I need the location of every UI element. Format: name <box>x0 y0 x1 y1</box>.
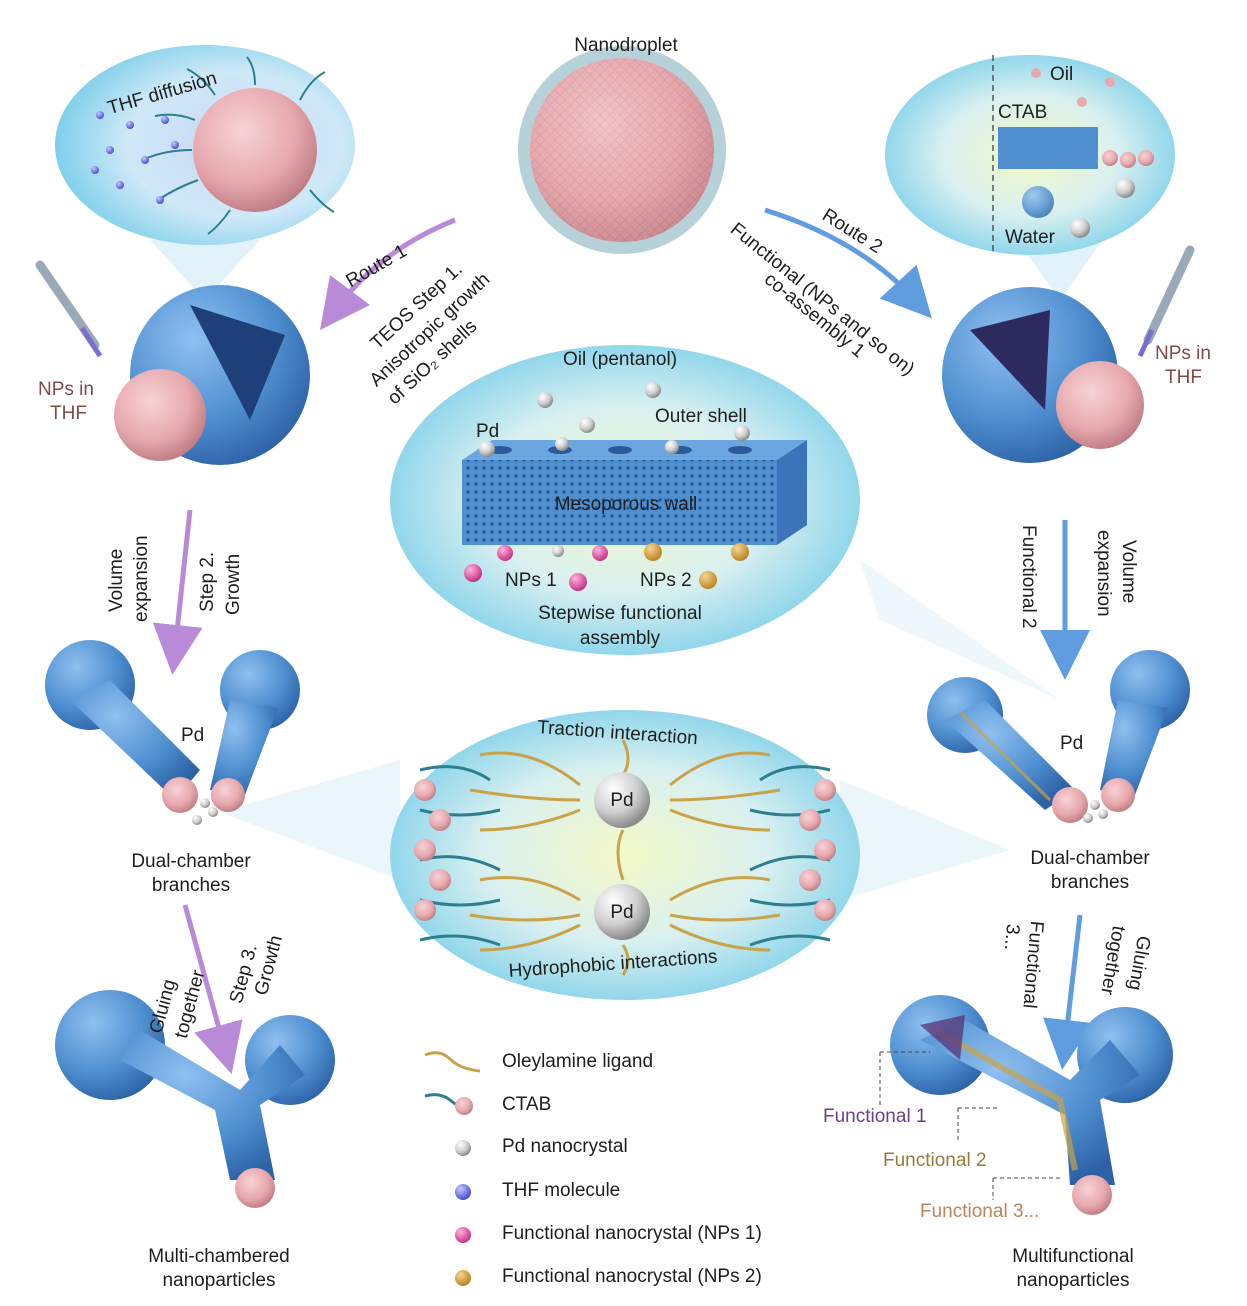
functional3-callout: Functional 3... <box>920 1201 1040 1222</box>
right-dual-chamber <box>927 650 1190 823</box>
nps-in-thf-left-line2: THF <box>50 403 87 424</box>
right-silica-sphere <box>942 245 1195 463</box>
functional3-vertical-line2: 3... <box>999 923 1024 952</box>
legend-nps1-label: Functional nanocrystal (NPs 1) <box>502 1223 762 1244</box>
volume-expansion-right-line1: Volume <box>1118 540 1139 604</box>
functional1-callout: Functional 1 <box>823 1106 927 1127</box>
interface-bubble <box>885 55 1175 255</box>
nps2-label: NPs 2 <box>640 570 692 591</box>
blue-sphere-icon <box>455 1184 471 1200</box>
pd-mesoporous-label: Pd <box>476 421 500 442</box>
left-silica-sphere <box>35 260 310 465</box>
dual-chamber-left-line1: Dual-chamber <box>131 851 251 872</box>
volume-expansion-left-line2: expansion <box>131 535 152 622</box>
dual-chamber-left-line2: branches <box>151 875 231 896</box>
legend-oleylamine-label: Oleylamine ligand <box>502 1051 654 1072</box>
step2-line1: Step 2. <box>197 551 218 612</box>
step2-line2: Growth <box>223 553 244 615</box>
multi-chambered-particle <box>55 990 335 1208</box>
pd-top-label: Pd <box>610 790 634 811</box>
legend-ctab-label: CTAB <box>502 1094 552 1115</box>
pd-bottom-label: Pd <box>610 902 634 923</box>
stepwise-label-line1: Stepwise functional <box>538 603 702 624</box>
grey-sphere-icon <box>455 1140 471 1156</box>
legend-thf-label: THF molecule <box>502 1180 621 1201</box>
legend-nps2-label: Functional nanocrystal (NPs 2) <box>502 1266 762 1287</box>
dual-chamber-right-line1: Dual-chamber <box>1030 848 1150 869</box>
pink-sphere-icon <box>455 1227 471 1243</box>
legend-nps2: Functional nanocrystal (NPs 2) <box>420 1260 840 1296</box>
volume-expansion-right-line2: expansion <box>1093 530 1114 617</box>
legend-ctab: CTAB <box>420 1088 840 1124</box>
legend-pd-label: Pd nanocrystal <box>502 1136 628 1157</box>
nps-in-thf-right-line2: THF <box>1165 367 1202 388</box>
volume-expansion-left-line1: Volume <box>106 548 127 612</box>
legend-thf: THF molecule <box>420 1174 840 1210</box>
thf-diffusion-bubble <box>55 45 355 245</box>
mesoporous-wall-label: Mesoporous wall <box>554 494 698 515</box>
water-label: Water <box>1005 227 1055 248</box>
outer-shell-label: Outer shell <box>655 406 747 427</box>
left-dual-chamber <box>45 640 300 825</box>
ctab-molecule-icon <box>424 1093 473 1115</box>
mesoporous-bubble <box>390 345 860 655</box>
legend-oleylamine: Oleylamine ligand <box>420 1045 840 1081</box>
oil-label: Oil <box>1050 64 1074 85</box>
pd-left-label: Pd <box>181 725 205 746</box>
multifunctional-caption-line1: Multifunctional <box>1012 1246 1134 1267</box>
legend-nps1: Functional nanocrystal (NPs 1) <box>420 1217 840 1253</box>
functional2-callout: Functional 2 <box>883 1150 987 1171</box>
multifunctional-caption-line2: nanoparticles <box>1016 1270 1130 1291</box>
nps1-label: NPs 1 <box>505 570 557 591</box>
orange-sphere-icon <box>455 1270 471 1286</box>
nps-in-thf-left-line1: NPs in <box>38 379 94 400</box>
dual-chamber-right-line2: branches <box>1050 872 1130 893</box>
multifunctional-particle <box>879 995 1173 1215</box>
multi-chambered-caption-line1: Multi-chambered <box>148 1246 290 1267</box>
nps-in-thf-right-line1: NPs in <box>1155 343 1211 364</box>
functional2-vertical-label: Functional 2 <box>1018 525 1039 629</box>
stepwise-label-line2: assembly <box>579 628 661 649</box>
multi-chambered-caption-line2: nanoparticles <box>162 1270 276 1291</box>
oil-pentanol-label: Oil (pentanol) <box>562 349 678 370</box>
ctab-label: CTAB <box>998 102 1048 123</box>
pd-right-label: Pd <box>1060 733 1084 754</box>
nanodroplet-sphere <box>518 46 726 254</box>
nanodroplet-label: Nanodroplet <box>574 35 678 56</box>
oleylamine-line-icon <box>424 1051 481 1073</box>
legend-pd: Pd nanocrystal <box>420 1130 840 1166</box>
interaction-bubble <box>390 710 860 1000</box>
